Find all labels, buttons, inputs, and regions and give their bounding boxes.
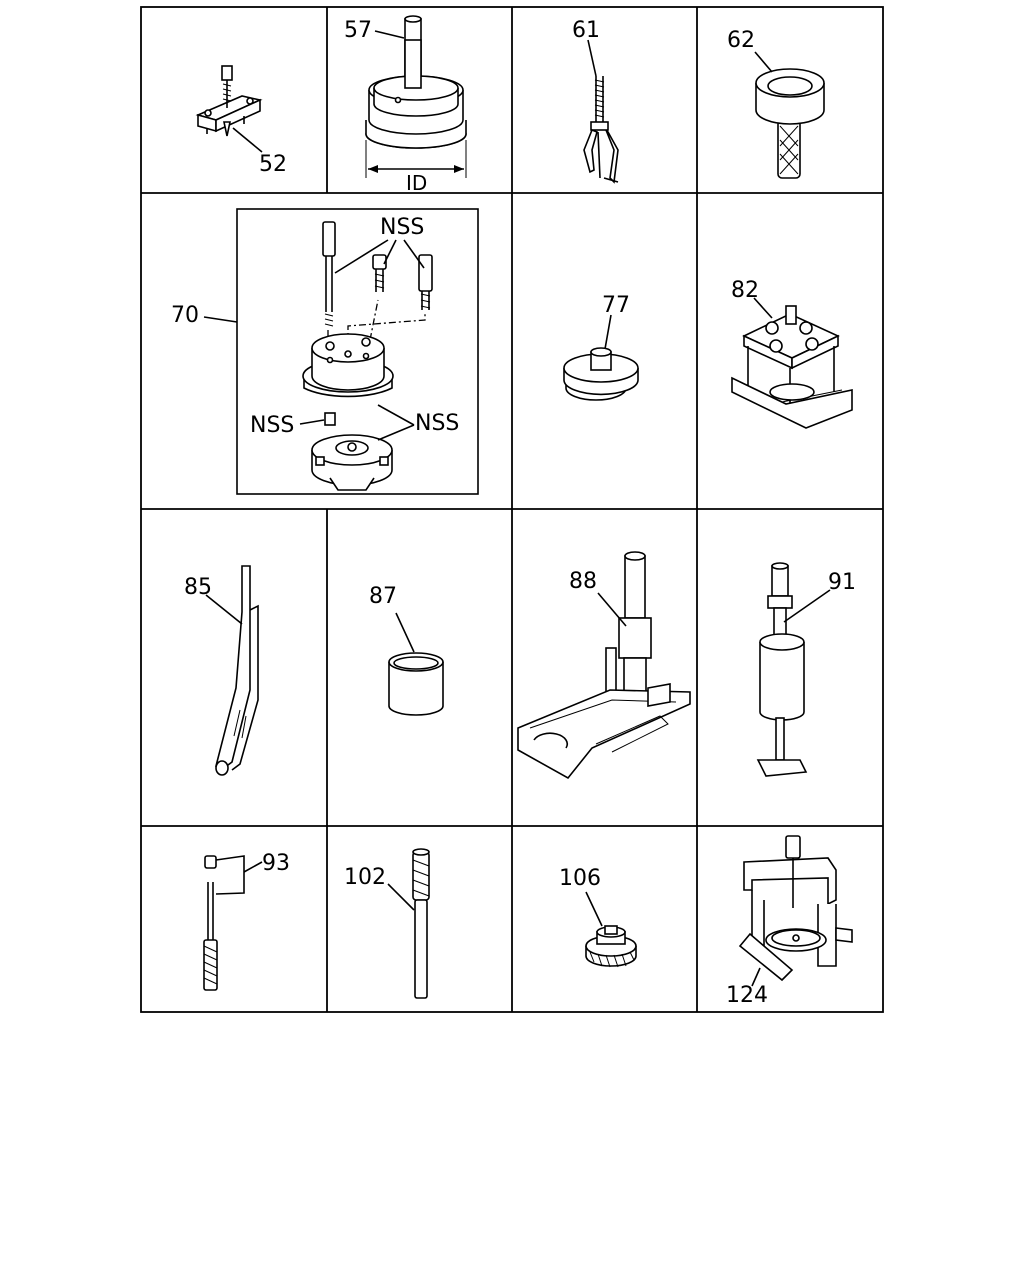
- tool-88-drawing: [517, 551, 691, 780]
- callout-62: 62: [727, 28, 755, 53]
- callout-124: 124: [726, 983, 768, 1008]
- callout-52: 52: [259, 152, 287, 177]
- tool-70-drawing: [203, 208, 479, 495]
- callout-70: 70: [171, 303, 199, 328]
- nss-label-left: NSS: [250, 413, 294, 438]
- tool-85-drawing: [205, 565, 259, 776]
- tool-grid: [140, 6, 884, 1013]
- tool-124-drawing: [738, 835, 853, 987]
- tool-82-drawing: [731, 297, 853, 429]
- callout-85: 85: [184, 575, 212, 600]
- nss-label-right: NSS: [415, 411, 459, 436]
- callout-102: 102: [344, 865, 386, 890]
- callout-61: 61: [572, 18, 600, 43]
- callout-88: 88: [569, 569, 597, 594]
- tool-91-drawing: [756, 562, 831, 777]
- callout-91: 91: [828, 570, 856, 595]
- tool-62-drawing: [754, 51, 825, 179]
- callout-77: 77: [602, 293, 630, 318]
- tool-106-drawing: [585, 891, 637, 968]
- tool-87-drawing: [388, 612, 444, 716]
- nss-label-top: NSS: [380, 215, 424, 240]
- tool-52-drawing: [195, 65, 263, 153]
- id-dimension-label: ID: [406, 171, 427, 195]
- tool-102-drawing: [387, 848, 430, 999]
- callout-87: 87: [369, 584, 397, 609]
- tool-77-drawing: [563, 314, 639, 401]
- callout-82: 82: [731, 278, 759, 303]
- callout-57: 57: [344, 18, 372, 43]
- tool-61-drawing: [583, 39, 619, 184]
- tool-93-drawing: [203, 855, 263, 991]
- tool-57-drawing: [365, 15, 467, 178]
- callout-106: 106: [559, 866, 601, 891]
- callout-93: 93: [262, 851, 290, 876]
